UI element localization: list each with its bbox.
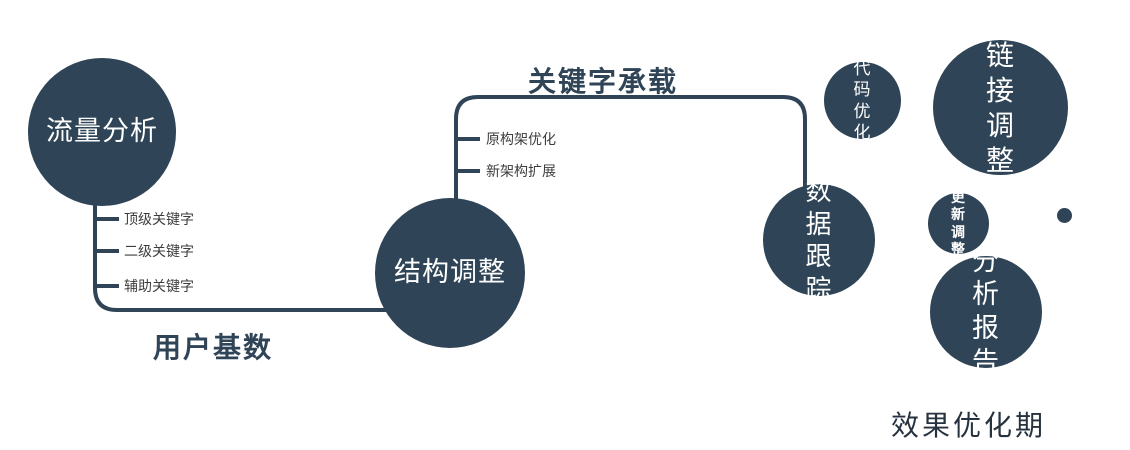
node-data-tracking: 数据跟踪 (763, 176, 875, 304)
node-traffic-analysis: 流量分析 (28, 58, 176, 206)
node-structure-adjust: 结构调整 (375, 198, 525, 348)
node-update-adjust-label: 更新调整 (951, 188, 966, 258)
caption-effect-optimization: 效果优化期 (891, 410, 1047, 441)
node-link-adjust: 链接调整 (933, 39, 1068, 176)
tick-label-auxiliary-keywords: 辅助关键字 (124, 278, 194, 294)
tick-label-top-keywords: 顶级关键字 (124, 211, 194, 227)
small-dot (1057, 208, 1072, 223)
tick-label-secondary-keywords: 二级关键字 (124, 243, 194, 259)
node-code-optimize-label: 代码优化 (853, 59, 872, 142)
node-analysis-report: 分析报告 (930, 246, 1042, 377)
node-link-adjust-label: 链接调整 (985, 39, 1015, 176)
connector-user-base-path (93, 200, 400, 312)
node-update-adjust: 更新调整 (928, 189, 989, 257)
edge-label-keyword-carry: 关键字承载 (528, 66, 679, 97)
node-data-tracking-label: 数据跟踪 (805, 176, 833, 304)
node-code-optimize: 代码优化 (824, 59, 901, 142)
node-traffic-analysis-label: 流量分析 (46, 116, 158, 147)
node-structure-adjust-label: 结构调整 (394, 257, 506, 288)
edge-label-user-base: 用户基数 (153, 332, 274, 363)
tick-label-original-framework: 原构架优化 (486, 131, 556, 147)
node-analysis-report-label: 分析报告 (972, 245, 1000, 377)
tick-label-new-framework: 新架构扩展 (486, 163, 556, 179)
connector-keyword-carry-path (454, 95, 807, 270)
